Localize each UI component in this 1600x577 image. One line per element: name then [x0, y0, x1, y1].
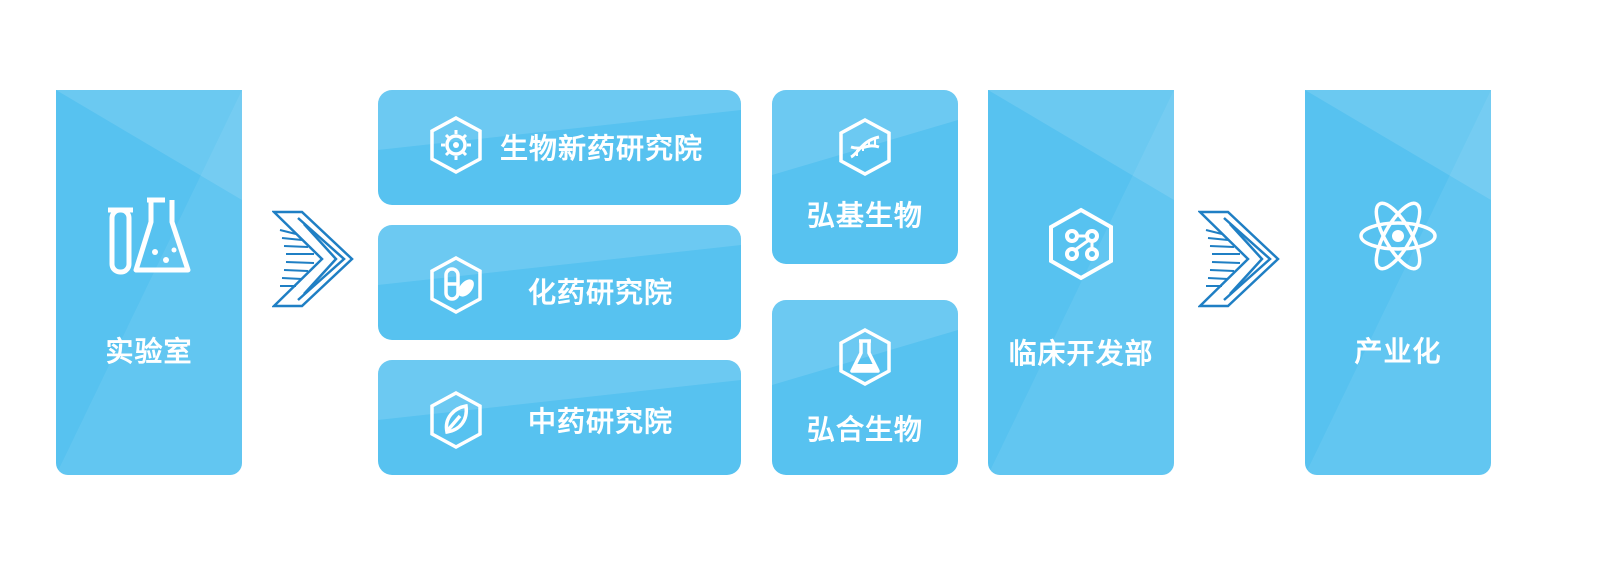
lab-flasks-icon — [106, 194, 192, 276]
company-card-honghe: 弘合生物 — [772, 300, 958, 475]
dna-icon — [837, 117, 893, 177]
flow-arrow-1 — [270, 210, 356, 312]
clinical-label: 临床开发部 — [1008, 337, 1154, 370]
lab-label: 实验室 — [105, 335, 193, 368]
flow-arrow-2 — [1196, 210, 1282, 312]
leaf-icon — [428, 390, 484, 450]
molecule-icon — [1046, 206, 1116, 282]
lab-card: 实验室 — [56, 90, 242, 475]
institute-label-bio: 生物新药研究院 — [500, 132, 704, 165]
institute-card-tcm: 中药研究院 — [378, 360, 741, 475]
flask-icon — [837, 327, 893, 387]
institute-card-bio: 生物新药研究院 — [378, 90, 741, 205]
atom-icon — [1357, 194, 1439, 278]
company-label-honghe: 弘合生物 — [806, 413, 923, 446]
industrial-label: 产业化 — [1354, 335, 1442, 368]
institute-card-chem: 化药研究院 — [378, 225, 741, 340]
virus-cell-icon — [428, 115, 484, 175]
company-card-hongji: 弘基生物 — [772, 90, 958, 264]
industrial-card: 产业化 — [1305, 90, 1491, 475]
pill-capsule-icon — [428, 255, 484, 315]
institute-label-tcm: 中药研究院 — [528, 405, 674, 438]
company-label-hongji: 弘基生物 — [806, 199, 923, 232]
clinical-card: 临床开发部 — [988, 90, 1174, 475]
institute-label-chem: 化药研究院 — [528, 276, 674, 309]
